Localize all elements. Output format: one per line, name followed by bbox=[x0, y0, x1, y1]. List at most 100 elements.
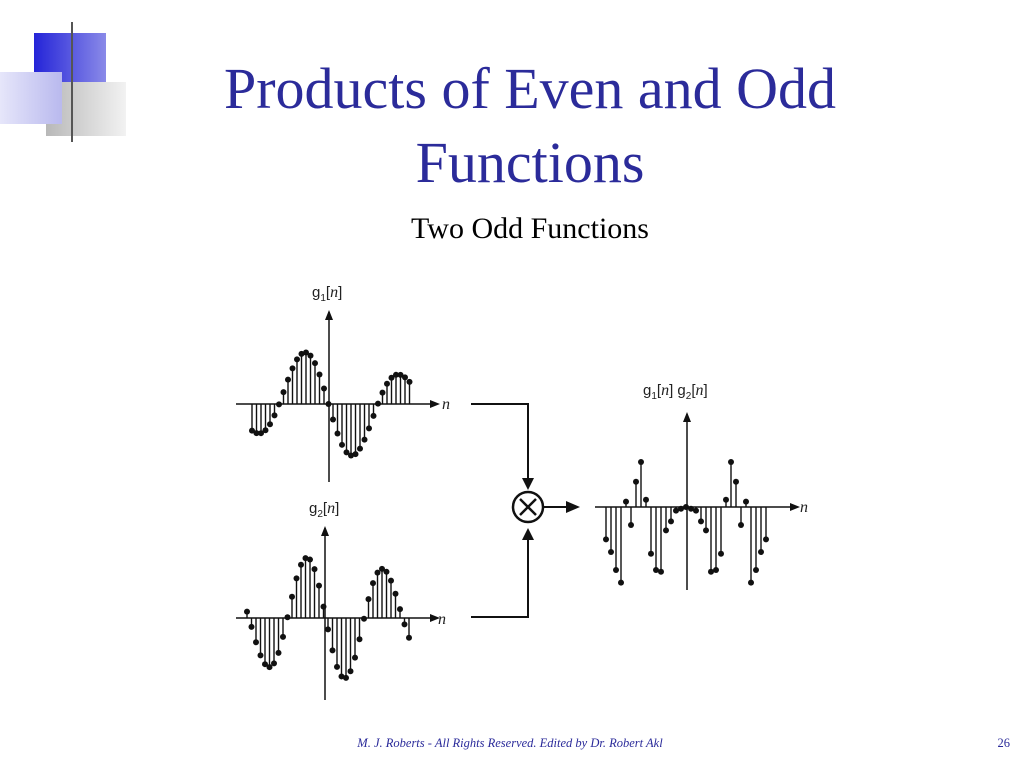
stem-dot bbox=[253, 430, 260, 437]
stem-dot bbox=[303, 349, 309, 356]
g2-axis-label: g2[n] bbox=[309, 500, 339, 520]
stem-dot bbox=[603, 536, 609, 543]
stem-dot bbox=[307, 556, 313, 563]
stem-dot bbox=[658, 568, 664, 575]
stem-dot bbox=[298, 561, 304, 568]
stem-dot bbox=[249, 427, 255, 434]
stem-dot bbox=[330, 416, 336, 423]
stem-dot bbox=[401, 621, 408, 628]
stem-dot bbox=[338, 673, 345, 680]
stem-dot bbox=[307, 352, 314, 359]
stem-dot bbox=[348, 452, 354, 459]
stem-dot bbox=[388, 374, 395, 381]
page-number: 26 bbox=[997, 736, 1011, 750]
stem-dot bbox=[374, 569, 381, 576]
stem-dot bbox=[271, 412, 278, 419]
stem-dot bbox=[325, 401, 332, 407]
stem-dot bbox=[334, 663, 340, 670]
stem-dot bbox=[285, 376, 291, 383]
stem-dot bbox=[325, 626, 331, 633]
stem-dot bbox=[262, 661, 268, 668]
stem-dot bbox=[257, 652, 264, 659]
vertical-axis-arrowhead bbox=[325, 310, 333, 320]
horizontal-axis-arrowhead bbox=[790, 503, 800, 511]
stem-dot bbox=[698, 518, 704, 525]
stem-dot bbox=[693, 507, 699, 514]
stem-dot bbox=[343, 674, 349, 681]
stem-dot bbox=[370, 580, 376, 587]
stem-dot bbox=[406, 634, 412, 641]
stem-dot bbox=[743, 498, 749, 505]
stem-dot bbox=[352, 451, 359, 458]
stem-dot bbox=[392, 590, 399, 597]
stem-dot bbox=[384, 380, 390, 387]
stem-dot bbox=[379, 565, 385, 572]
stem-dot bbox=[352, 654, 358, 661]
decorative-corner-squares bbox=[0, 22, 126, 142]
stem-dot bbox=[723, 496, 729, 503]
slide-subtitle: Two Odd Functions bbox=[411, 212, 649, 245]
horizontal-axis-arrowhead bbox=[430, 614, 440, 622]
g1-axis-label: g1[n] bbox=[312, 284, 342, 304]
stem-dot bbox=[608, 549, 614, 555]
stem-dot bbox=[628, 522, 634, 528]
stem-dot bbox=[334, 430, 341, 437]
stem-dot bbox=[653, 567, 659, 573]
stem-dot bbox=[713, 567, 719, 573]
stem-dot bbox=[276, 401, 282, 408]
stem-dot bbox=[356, 636, 363, 643]
stem-dot bbox=[311, 566, 318, 573]
slide-title-line2: Functions bbox=[415, 130, 645, 195]
stem-dot bbox=[375, 400, 381, 407]
stem-dot bbox=[738, 522, 744, 528]
deco-pale-square bbox=[0, 72, 62, 124]
stem-dot bbox=[293, 575, 300, 582]
stem-dot bbox=[663, 527, 669, 534]
g1-n-label: n bbox=[442, 396, 450, 413]
g2-connector-arrow bbox=[471, 528, 534, 618]
stem-dot bbox=[753, 567, 759, 573]
stem-dot bbox=[339, 441, 345, 448]
stem-dot bbox=[402, 374, 408, 381]
stem-dot bbox=[343, 449, 350, 456]
stem-dot bbox=[248, 623, 255, 630]
stem-dot bbox=[748, 579, 754, 586]
output-arrow bbox=[544, 501, 580, 513]
stem-dot bbox=[258, 430, 264, 437]
slide-title: Products of Even and Odd Functions bbox=[150, 52, 910, 200]
stem-dot bbox=[361, 436, 368, 443]
stem-dot bbox=[284, 614, 291, 621]
stem-dot bbox=[289, 365, 296, 372]
stem-dot bbox=[298, 350, 305, 357]
stem-dot bbox=[397, 371, 404, 378]
stem-dot bbox=[266, 664, 273, 671]
multiplier-symbol bbox=[511, 490, 545, 524]
stem-dot bbox=[244, 608, 250, 615]
stem-dot bbox=[406, 378, 413, 385]
g2-stem-plot bbox=[236, 526, 440, 700]
stem-dot bbox=[329, 647, 336, 654]
stem-dot bbox=[302, 555, 309, 562]
stem-dot bbox=[708, 568, 714, 575]
slide-title-line1: Products of Even and Odd bbox=[223, 56, 837, 121]
stem-dot bbox=[683, 504, 689, 510]
stem-dot bbox=[703, 527, 709, 534]
stem-dot bbox=[728, 459, 734, 465]
stem-dot bbox=[280, 633, 286, 640]
stem-dot bbox=[316, 582, 322, 589]
stem-dot bbox=[383, 568, 390, 575]
stem-dot bbox=[280, 389, 287, 396]
stem-dot bbox=[320, 603, 327, 610]
stem-dot bbox=[357, 445, 363, 452]
stem-dot bbox=[648, 550, 654, 557]
stem-dot bbox=[758, 549, 764, 555]
stem-dot bbox=[361, 615, 367, 622]
stem-dot bbox=[638, 459, 644, 465]
stem-dot bbox=[366, 425, 372, 432]
stem-dot bbox=[643, 496, 649, 503]
stem-dot bbox=[316, 371, 323, 378]
stem-dot bbox=[688, 505, 694, 512]
stem-dot bbox=[678, 505, 684, 512]
stem-dot bbox=[321, 385, 327, 392]
